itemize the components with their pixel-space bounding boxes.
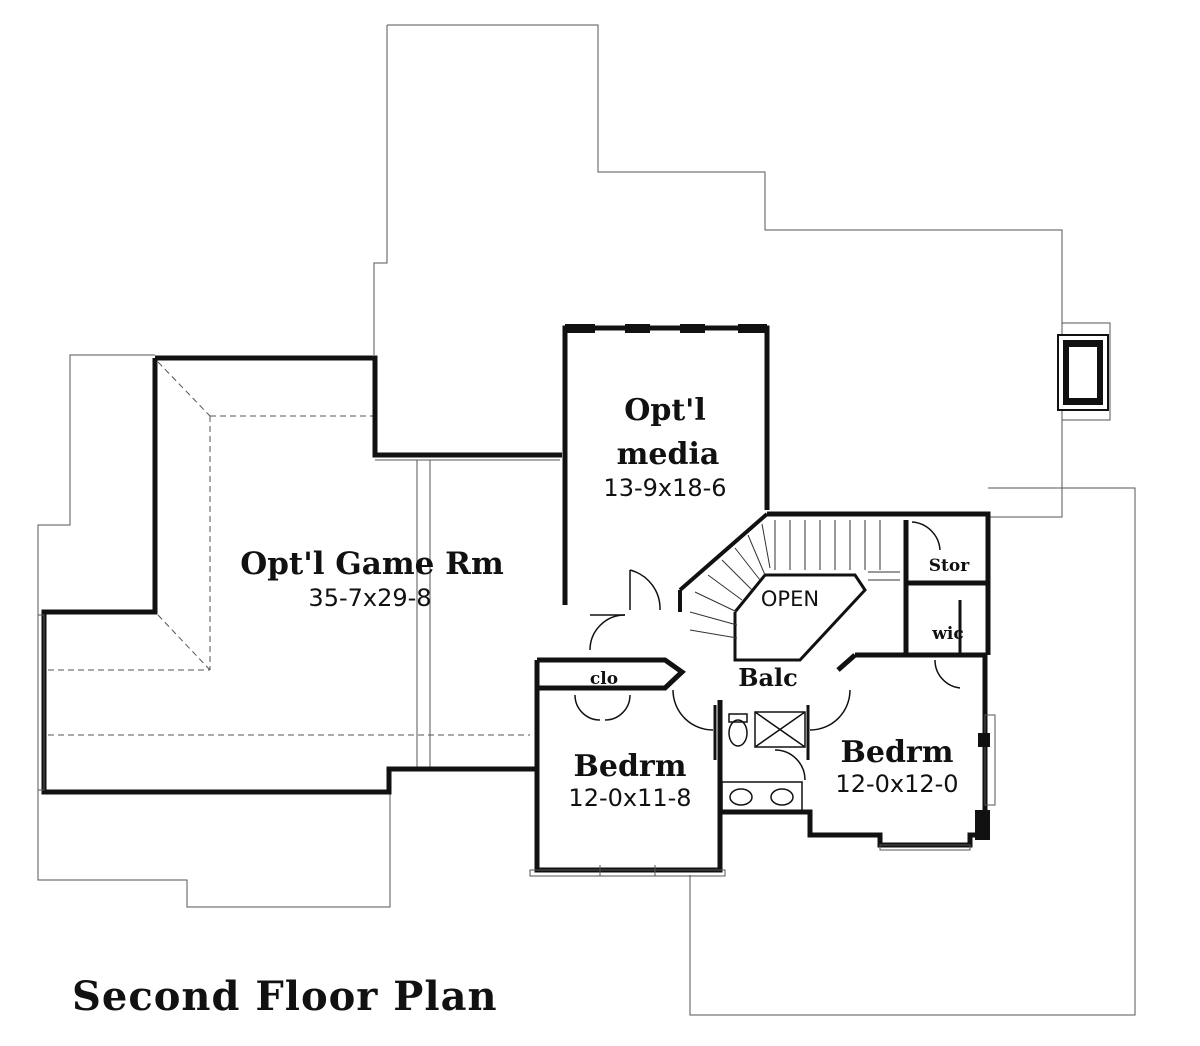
game-room-name: Opt'l Game Rm: [240, 546, 504, 582]
media-room-name-line2: media: [617, 437, 720, 472]
open-label: OPEN: [761, 587, 819, 611]
media-room-dims: 13-9x18-6: [603, 474, 726, 502]
chimney: [1057, 334, 1109, 411]
bedroom-left-dims: 12-0x11-8: [568, 784, 691, 812]
roof-hip-lines: [48, 361, 530, 736]
closet-label: clo: [590, 669, 618, 689]
plan-title: Second Floor Plan: [72, 973, 498, 1020]
wic-label: wic: [931, 624, 963, 644]
bath-fixtures: [721, 711, 806, 813]
window-details: [37, 614, 996, 877]
storage-label: Stor: [929, 556, 970, 576]
game-room-dims: 35-7x29-8: [308, 584, 431, 612]
bedroom-right-name: Bedrm: [841, 735, 954, 770]
stair-treads: [689, 520, 900, 639]
wall-end-blocks: [975, 733, 990, 840]
door-swings: [574, 521, 961, 781]
interior-walls: [713, 600, 962, 760]
media-room-name-line1: Opt'l: [624, 393, 706, 428]
bedroom-left-name: Bedrm: [574, 749, 687, 784]
balcony-label: Balc: [738, 663, 798, 692]
media-windows: [565, 324, 767, 333]
roof-outline: [37, 24, 1136, 1016]
bedroom-right-dims: 12-0x12-0: [835, 770, 958, 798]
